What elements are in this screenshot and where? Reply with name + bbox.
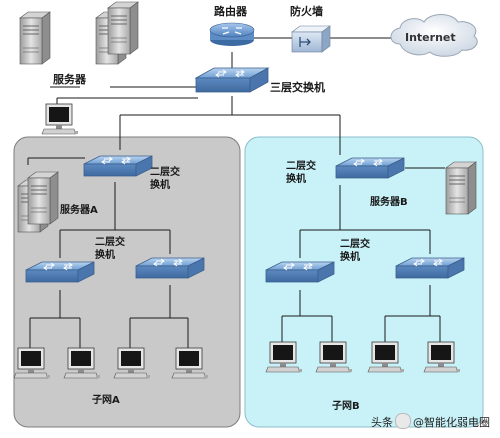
- watermark: 头条 @智能化弱电圈: [371, 413, 490, 430]
- l2-switch-icon: [135, 257, 205, 279]
- server-icon: [19, 11, 51, 65]
- l2-switch-icon: [25, 261, 95, 283]
- l3-switch-icon: [194, 67, 270, 93]
- internet-label: Internet: [405, 31, 456, 44]
- avatar-icon: [395, 413, 411, 429]
- router-icon: [209, 22, 255, 46]
- server-a-label: 服务器A: [60, 205, 98, 216]
- l2-switch-a-sub-label: 二层交换机: [95, 237, 125, 261]
- subnet-b-zone: [244, 136, 484, 428]
- l2-switch-b-sub-label: 二层交换机: [340, 239, 370, 263]
- server-group-label: 服务器: [53, 73, 86, 86]
- pc-icon: [41, 103, 79, 135]
- server-icon: [107, 1, 139, 55]
- l2-switch-icon: [265, 261, 335, 283]
- router-label: 路由器: [214, 5, 247, 18]
- l2-switch-icon: [395, 257, 465, 279]
- firewall-icon: [291, 25, 331, 53]
- l2-switch-icon: [335, 157, 405, 179]
- server-icon: [445, 161, 477, 215]
- subnet-a-label: 子网A: [92, 395, 120, 406]
- l2-switch-icon: [83, 155, 153, 177]
- server-icon: [27, 171, 59, 225]
- watermark-source: @智能化弱电圈: [413, 416, 490, 429]
- cloud-icon: [390, 14, 478, 57]
- server-b-label: 服务器B: [370, 197, 408, 208]
- firewall-label: 防火墙: [290, 5, 323, 18]
- l3-switch-label: 三层交换机: [270, 81, 325, 94]
- l2-switch-a-top-label: 二层交换机: [150, 167, 180, 191]
- l2-switch-b-top-label: 二层交换机: [286, 161, 316, 185]
- network-links: [27, 37, 445, 348]
- subnet-b-label: 子网B: [332, 401, 360, 412]
- watermark-prefix: 头条: [371, 416, 393, 429]
